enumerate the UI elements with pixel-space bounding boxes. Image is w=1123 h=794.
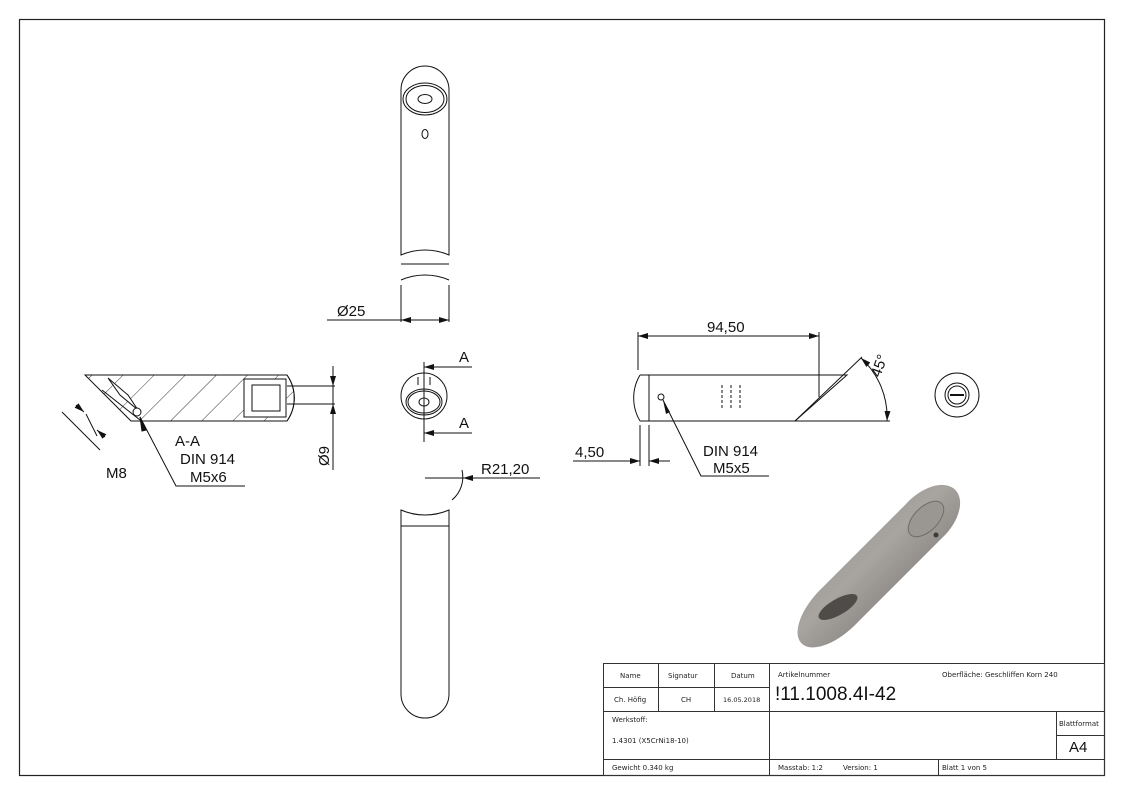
tb-gewicht: Gewicht 0.340 kg: [612, 764, 674, 772]
dim-length-label: 94,50: [707, 319, 745, 336]
tb-blattformat: A4: [1069, 739, 1088, 756]
section-marker-top: A: [459, 349, 469, 366]
tb-oberflaeche: Oberfläche: Geschliffen Korn 240: [942, 671, 1058, 679]
dimension-radius: R21,20: [425, 461, 540, 501]
tb-value-signatur: CH: [681, 696, 692, 704]
dim-offset-label: 4,50: [575, 444, 604, 461]
bottom-view: [400, 509, 450, 719]
tb-version: Version: 1: [843, 764, 878, 772]
end-view-right: [934, 372, 980, 418]
section-a-a-label: A-A: [175, 433, 200, 450]
tb-werkstoff-label: Werkstoff:: [612, 716, 648, 724]
section-marker-bottom: A: [459, 415, 469, 432]
side-view: [573, 332, 891, 477]
tb-blattformat-label: Blattformat: [1059, 720, 1099, 728]
tb-header-datum: Datum: [731, 672, 755, 680]
tb-artikelnummer: !11.1008.4I-42: [775, 684, 897, 705]
tb-artikelnummer-label: Artikelnummer: [778, 671, 831, 679]
side-callout-line1: DIN 914: [703, 443, 758, 460]
side-callout-line2: M5x5: [713, 460, 750, 477]
tb-value-name: Ch. Höfig: [614, 696, 647, 704]
section-view-a-a: [61, 366, 336, 487]
end-view-center: [400, 362, 472, 442]
tb-werkstoff: 1.4301 (X5CrNi18-10): [612, 737, 689, 745]
isometric-view: [797, 484, 961, 648]
dimension-diameter-25: Ø25: [327, 303, 449, 323]
dim-diameter-25-label: Ø25: [337, 303, 365, 320]
dim-diameter-9-label: Ø9: [316, 446, 333, 466]
sheet-border: [18, 18, 1106, 777]
title-block-grid: [603, 663, 1105, 776]
section-callout-line2: M5x6: [190, 469, 227, 486]
dim-m8-label: M8: [106, 465, 127, 482]
dim-angle-label: 45°: [868, 352, 892, 379]
tb-header-signatur: Signatur: [668, 672, 698, 680]
dim-radius-label: R21,20: [481, 461, 529, 478]
tb-blatt: Blatt 1 von 5: [942, 764, 987, 772]
section-callout-line1: DIN 914: [180, 451, 235, 468]
top-view: [400, 65, 450, 322]
tb-massstab: Masstab: 1:2: [778, 764, 823, 772]
tb-value-datum: 16.05.2018: [723, 696, 761, 704]
tb-header-name: Name: [620, 672, 641, 680]
